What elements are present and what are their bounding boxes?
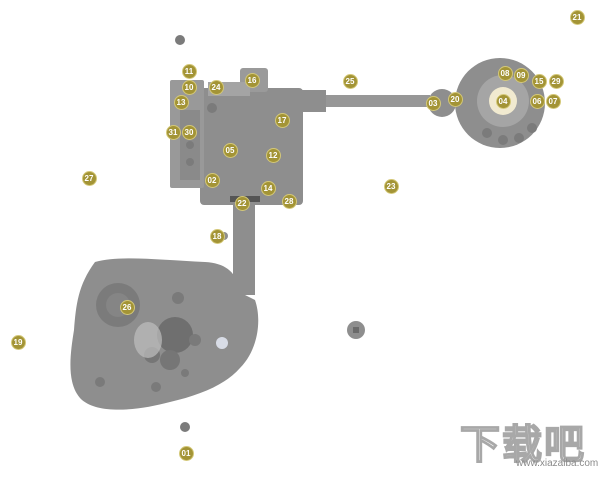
- pit: [160, 350, 180, 370]
- map-marker-30[interactable]: 30: [181, 124, 197, 140]
- map-marker-29[interactable]: 29: [548, 73, 564, 89]
- platform-stud: [498, 135, 508, 145]
- map-marker-05[interactable]: 05: [222, 142, 238, 158]
- building-vent: [186, 158, 194, 166]
- map-marker-12[interactable]: 12: [265, 147, 281, 163]
- map-marker-09[interactable]: 09: [513, 67, 529, 83]
- map-marker-02[interactable]: 02: [204, 172, 220, 188]
- map-marker-25[interactable]: 25: [342, 73, 358, 89]
- map-marker-28[interactable]: 28: [281, 193, 297, 209]
- map-marker-16[interactable]: 16: [244, 72, 260, 88]
- map-marker-11[interactable]: 11: [181, 63, 197, 79]
- map-marker-03[interactable]: 03: [425, 95, 441, 111]
- map-marker-26[interactable]: 26: [119, 299, 135, 315]
- blue-light: [216, 337, 228, 349]
- map-marker-14[interactable]: 14: [260, 180, 276, 196]
- map-marker-23[interactable]: 23: [383, 178, 399, 194]
- pit: [181, 369, 189, 377]
- map-marker-27[interactable]: 27: [81, 170, 97, 186]
- map-marker-06[interactable]: 06: [529, 93, 545, 109]
- platform-stud: [527, 123, 537, 133]
- map-marker-15[interactable]: 15: [531, 73, 547, 89]
- pit: [151, 382, 161, 392]
- map-marker-07[interactable]: 07: [545, 93, 561, 109]
- map-marker-13[interactable]: 13: [173, 94, 189, 110]
- bridge-joint: [300, 90, 326, 112]
- glow-patch: [134, 322, 162, 358]
- map-marker-24[interactable]: 24: [208, 79, 224, 95]
- map-marker-08[interactable]: 08: [497, 65, 513, 81]
- map-marker-19[interactable]: 19: [10, 334, 26, 350]
- south-corridor: [233, 200, 255, 295]
- pit: [172, 292, 184, 304]
- crate-core: [353, 327, 359, 333]
- orb-object: [180, 422, 190, 432]
- map-marker-01[interactable]: 01: [178, 445, 194, 461]
- map-marker-21[interactable]: 21: [569, 9, 585, 25]
- map-marker-20[interactable]: 20: [447, 91, 463, 107]
- platform-stud: [514, 133, 524, 143]
- map-marker-17[interactable]: 17: [274, 112, 290, 128]
- orb-object: [175, 35, 185, 45]
- map-marker-18[interactable]: 18: [209, 228, 225, 244]
- bridge-pipe: [300, 95, 430, 107]
- building-vent: [207, 103, 217, 113]
- map-marker-10[interactable]: 10: [181, 79, 197, 95]
- platform-stud: [482, 128, 492, 138]
- building-vent: [186, 141, 194, 149]
- map-marker-04[interactable]: 04: [495, 93, 511, 109]
- map-marker-22[interactable]: 22: [234, 195, 250, 211]
- pit: [95, 377, 105, 387]
- pit: [189, 334, 201, 346]
- pit: [157, 317, 193, 353]
- map-marker-31[interactable]: 31: [165, 124, 181, 140]
- watermark-url: www.xiazaiba.com: [516, 458, 599, 469]
- watermark-logo: 下载吧: [459, 421, 586, 469]
